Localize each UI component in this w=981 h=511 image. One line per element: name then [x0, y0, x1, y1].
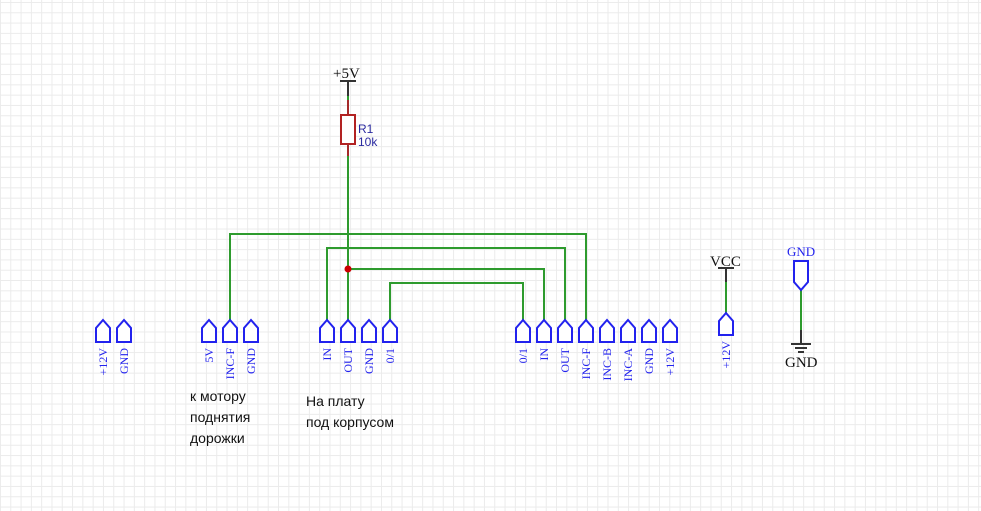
- vcc-connector[interactable]: +12V: [718, 311, 734, 369]
- pin-label: IN: [320, 348, 334, 361]
- main-connector[interactable]: 0/1 IN OUT INC-F INC-B INC-A GND +12V: [515, 318, 678, 382]
- pin-label: INC-F: [223, 348, 237, 380]
- connector-pin[interactable]: GND: [243, 318, 259, 374]
- pin-shape: [578, 318, 594, 343]
- power-label-vcc: VCC: [710, 254, 741, 270]
- pin-shape: [557, 318, 573, 343]
- gnd-port-label: GND: [787, 244, 815, 259]
- connector-pin[interactable]: IN: [319, 318, 335, 361]
- pin-shape: [536, 318, 552, 343]
- resistor-value: 10k: [358, 135, 378, 149]
- pin-shape: [319, 318, 335, 343]
- wires: [229, 156, 802, 344]
- pin-label: +12V: [96, 348, 110, 376]
- ground-label: GND: [785, 355, 818, 371]
- connector-pin[interactable]: INC-F: [222, 318, 238, 380]
- pin-label: OUT: [341, 347, 355, 372]
- pin-shape: [116, 318, 132, 343]
- power-connector[interactable]: +12V GND: [95, 318, 132, 376]
- pin-label: GND: [244, 348, 258, 374]
- pin-shape: [515, 318, 531, 343]
- board-connector[interactable]: IN OUT GND 0/1: [319, 318, 398, 374]
- wire-inc-f-net[interactable]: [229, 233, 587, 320]
- connector-pins: +12V GND 5V INC-F GND IN OUT GND 0/1 0/1 IN OUT INC-…: [95, 311, 734, 382]
- pin-label: +12V: [663, 348, 677, 376]
- pin-label: GND: [117, 348, 131, 374]
- power-symbol-vcc[interactable]: VCC: [710, 254, 741, 270]
- connector-pin[interactable]: OUT: [340, 318, 356, 373]
- ground-symbol[interactable]: GND: [785, 343, 818, 371]
- motor-connector[interactable]: 5V INC-F GND: [201, 318, 259, 380]
- wire-out-to-main[interactable]: [348, 268, 545, 320]
- connector-pin[interactable]: OUT: [557, 318, 573, 373]
- pin-shape: [201, 318, 217, 343]
- pin-shape: [718, 311, 734, 336]
- pin-shape: [641, 318, 657, 343]
- connector-pin[interactable]: GND: [116, 318, 132, 374]
- note-board: На плату под корпусом: [306, 393, 394, 430]
- connector-pin[interactable]: GND: [361, 318, 377, 374]
- pin-shape: [95, 318, 111, 343]
- pin-label: 5V: [202, 348, 216, 363]
- connector-pin[interactable]: INC-A: [620, 318, 636, 382]
- pin-label: 0/1: [516, 348, 530, 363]
- pin-label: 0/1: [383, 348, 397, 363]
- connector-pin[interactable]: 0/1: [515, 318, 531, 363]
- pin-shape: [662, 318, 678, 343]
- connector-pin[interactable]: 5V: [201, 318, 217, 363]
- resistor-body: [340, 114, 356, 145]
- junction-dot: [344, 265, 352, 273]
- connector-pin[interactable]: INC-F: [578, 318, 594, 380]
- connector-pin[interactable]: GND: [641, 318, 657, 374]
- note-motor: к мотору поднятия дорожки: [190, 388, 251, 446]
- connector-pin[interactable]: 0/1: [382, 318, 398, 363]
- pin-shape: [382, 318, 398, 343]
- power-symbol-5v[interactable]: +5V: [333, 66, 360, 96]
- pin-shape: [620, 318, 636, 343]
- wire-in-net[interactable]: [326, 247, 566, 320]
- power-label-5v: +5V: [333, 66, 360, 82]
- connector-pin[interactable]: +12V: [95, 318, 111, 376]
- gnd-port[interactable]: GND: [787, 244, 815, 292]
- pin-label: +12V: [719, 341, 733, 369]
- pin-shape: [599, 318, 615, 343]
- wire-01-net[interactable]: [389, 282, 524, 320]
- pin-label: GND: [362, 348, 376, 374]
- gnd-port-shape: [793, 260, 809, 292]
- pin-shape: [222, 318, 238, 343]
- pin-shape: [340, 318, 356, 343]
- pin-label: IN: [537, 348, 551, 361]
- connector-pin[interactable]: +12V: [662, 318, 678, 376]
- pin-label: INC-F: [579, 348, 593, 380]
- pin-label: OUT: [558, 347, 572, 372]
- resistor-ref: R1: [358, 122, 374, 136]
- pin-label: GND: [642, 348, 656, 374]
- pin-label: INC-A: [621, 348, 635, 382]
- resistor-r1[interactable]: R1 10k: [340, 96, 378, 156]
- connector-pin[interactable]: IN: [536, 318, 552, 361]
- connector-pin[interactable]: INC-B: [599, 318, 615, 381]
- pin-shape: [243, 318, 259, 343]
- pin-shape: [361, 318, 377, 343]
- connector-pin[interactable]: +12V: [718, 311, 734, 369]
- pin-label: INC-B: [600, 348, 614, 381]
